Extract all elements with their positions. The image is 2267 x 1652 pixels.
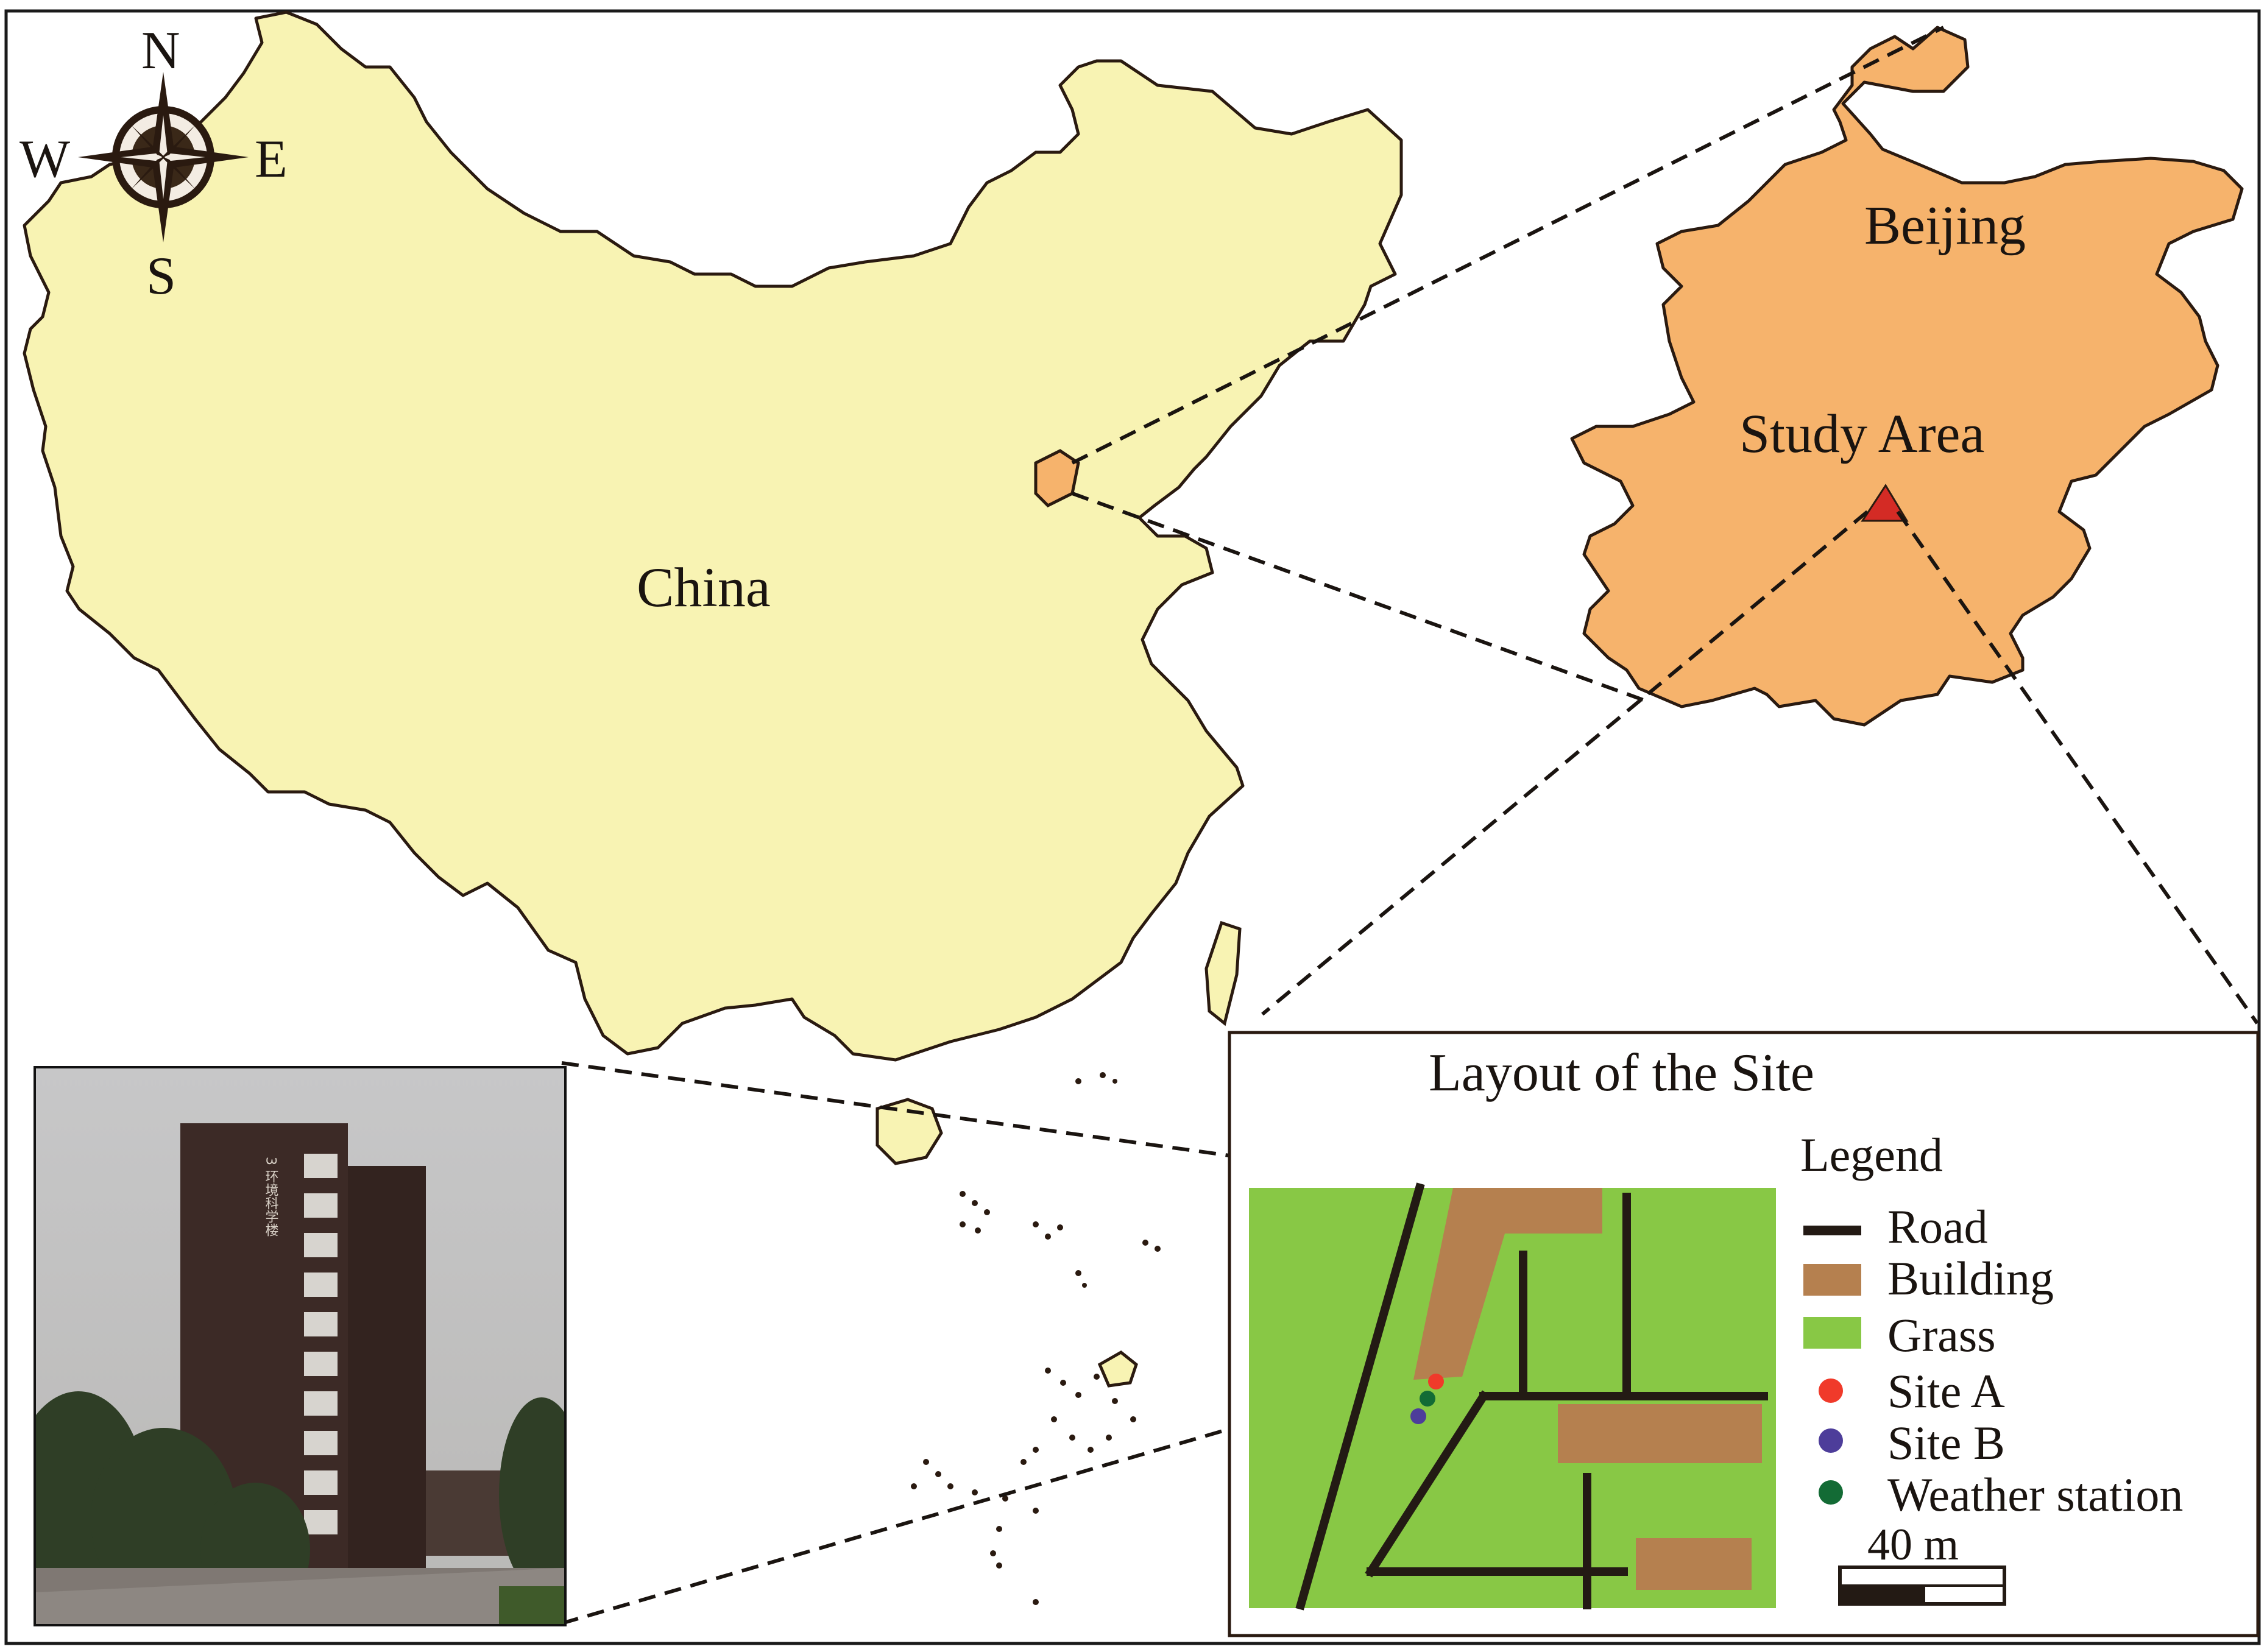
building-east — [1558, 1404, 1762, 1463]
legend-site-a-symbol — [1819, 1378, 1843, 1403]
scale-bar-label: 40 m — [1867, 1520, 1959, 1570]
south-china-sea-islands — [911, 1072, 1161, 1605]
beijing-map — [1570, 26, 2244, 727]
site-b-dot — [1410, 1408, 1426, 1424]
legend-grass-label: Grass — [1887, 1308, 1996, 1361]
site-roads — [1295, 1182, 1768, 1611]
site-a-dot — [1428, 1374, 1444, 1389]
china-label: China — [637, 556, 771, 618]
compass-north-label: N — [141, 21, 180, 80]
legend-building-symbol — [1803, 1264, 1861, 1296]
compass-west-label: W — [19, 130, 70, 189]
china-landmass — [23, 10, 1403, 1062]
hainan-island — [875, 1098, 943, 1165]
building-l-shape — [1413, 1188, 1602, 1380]
legend-site-b-label: Site B — [1887, 1416, 2005, 1469]
figure-frame — [4, 9, 2261, 1645]
layout-title: Layout of the Site — [1429, 1043, 1814, 1103]
taiwan-island — [1204, 920, 1242, 1026]
legend-site-a-label: Site A — [1887, 1364, 2005, 1417]
beijing-label: Beijing — [1864, 196, 2026, 256]
legend: Legend Road Building Grass Site A Site B… — [1800, 1128, 2183, 1521]
south-china-sea-large-island — [1097, 1350, 1138, 1388]
weather-station-dot — [1420, 1391, 1435, 1407]
compass-east-label: E — [255, 130, 288, 189]
legend-site-b-symbol — [1819, 1428, 1843, 1453]
legend-building-label: Building — [1887, 1252, 2054, 1305]
study-area-marker-icon — [1861, 484, 1909, 522]
building-photo: 3 环境科学楼 — [34, 1066, 567, 1626]
legend-weather-station-symbol — [1819, 1480, 1843, 1505]
building-sign: 3 环境科学楼 — [263, 1157, 279, 1237]
legend-road-label: Road — [1887, 1200, 1988, 1253]
legend-grass-symbol — [1803, 1317, 1861, 1349]
site-map — [1249, 1182, 1776, 1611]
scale-bar: 40 m — [1838, 1520, 2006, 1606]
legend-weather-station-label: Weather station — [1887, 1468, 2183, 1521]
legend-title: Legend — [1800, 1128, 1943, 1181]
building-southeast — [1636, 1538, 1752, 1590]
study-area-label: Study Area — [1739, 404, 1984, 464]
compass-south-label: S — [146, 247, 176, 306]
compass-rose-icon — [78, 72, 249, 242]
